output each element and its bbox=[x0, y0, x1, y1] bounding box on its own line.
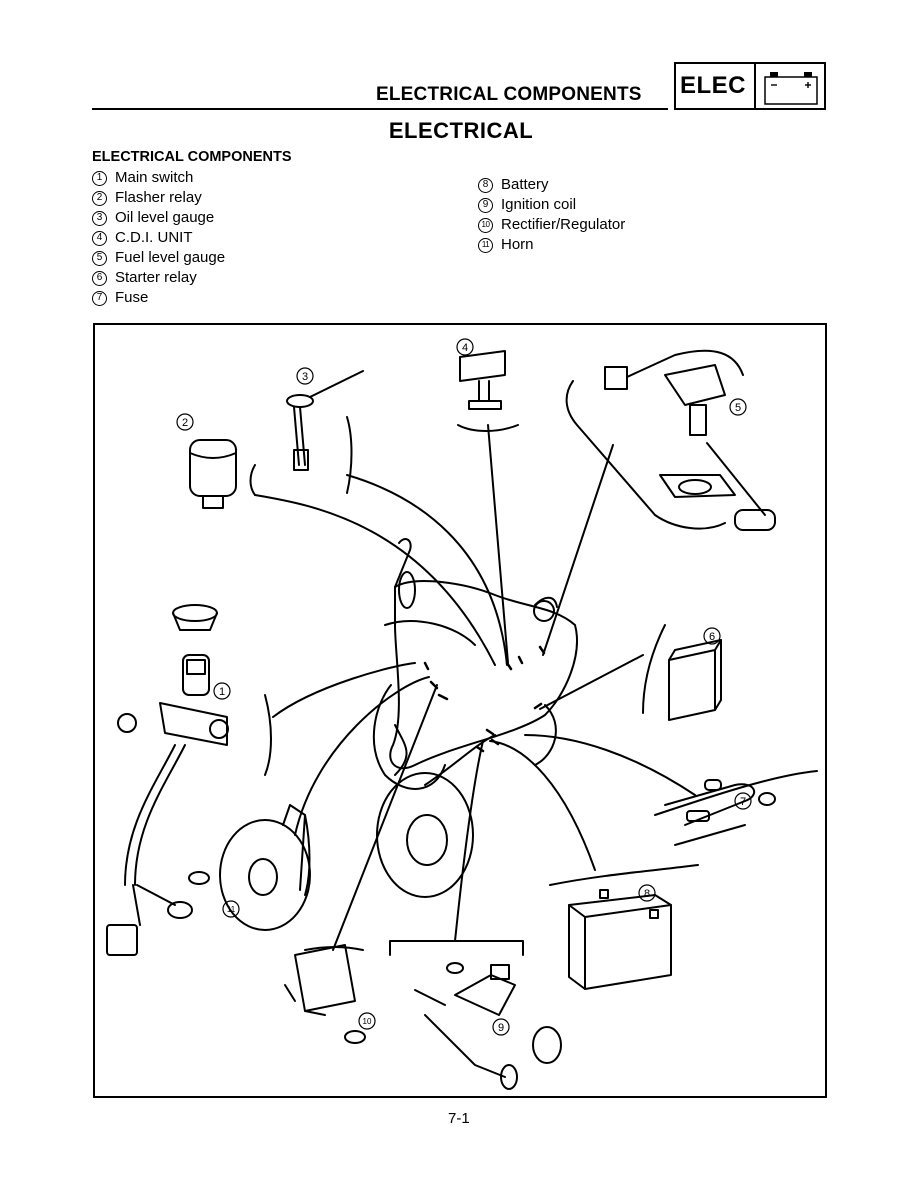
svg-text:8: 8 bbox=[644, 888, 650, 900]
ignition-coil-part bbox=[414, 962, 562, 1090]
svg-text:6: 6 bbox=[709, 631, 715, 643]
electrical-components-diagram: 1 2 3 4 5 6 7 8 9 10 11 bbox=[106, 338, 818, 1090]
page-number: 7-1 bbox=[448, 1110, 470, 1127]
section-badge: ELEC bbox=[674, 62, 826, 110]
diagram-frame: 1 2 3 4 5 6 7 8 9 10 11 bbox=[93, 323, 827, 1098]
svg-text:7: 7 bbox=[740, 796, 746, 808]
flasher-relay-part bbox=[189, 439, 237, 509]
svg-text:1: 1 bbox=[219, 686, 225, 698]
svg-text:5: 5 bbox=[735, 402, 741, 414]
callout-10: 10 bbox=[358, 1012, 376, 1030]
svg-text:10: 10 bbox=[363, 1017, 372, 1026]
callout-1: 1 bbox=[213, 682, 231, 700]
svg-text:4: 4 bbox=[462, 342, 468, 354]
oil-level-gauge-part bbox=[286, 370, 364, 471]
section-title: ELECTRICAL bbox=[388, 118, 534, 143]
horn-part bbox=[188, 804, 311, 931]
callout-11: 11 bbox=[222, 900, 240, 918]
svg-text:11: 11 bbox=[227, 905, 236, 914]
callout-8: 8 bbox=[638, 884, 656, 902]
main-switch-part bbox=[106, 604, 229, 956]
fuel-level-gauge-part bbox=[604, 349, 776, 531]
header-rule bbox=[92, 108, 668, 110]
battery-icon bbox=[764, 72, 818, 105]
svg-text:9: 9 bbox=[498, 1022, 504, 1034]
callout-2: 2 bbox=[176, 413, 194, 431]
starter-relay-part bbox=[668, 639, 722, 721]
svg-text:2: 2 bbox=[182, 417, 188, 429]
callout-4: 4 bbox=[456, 338, 474, 356]
scooter-illustration bbox=[372, 538, 578, 898]
callout-5: 5 bbox=[729, 398, 747, 416]
svg-text:3: 3 bbox=[302, 371, 308, 383]
fuse-part bbox=[664, 779, 776, 846]
callout-9: 9 bbox=[492, 1018, 510, 1036]
battery-part bbox=[568, 889, 672, 990]
callout-3: 3 bbox=[296, 367, 314, 385]
badge-divider bbox=[754, 64, 756, 108]
badge-label: ELEC bbox=[680, 72, 747, 99]
rectifier-regulator-part bbox=[284, 944, 366, 1044]
cdi-unit-part bbox=[459, 350, 506, 410]
callout-7: 7 bbox=[734, 792, 752, 810]
page-header-title: ELECTRICAL COMPONENTS bbox=[376, 84, 642, 105]
components-heading: ELECTRICAL COMPONENTS bbox=[92, 149, 292, 165]
callout-6: 6 bbox=[703, 627, 721, 645]
